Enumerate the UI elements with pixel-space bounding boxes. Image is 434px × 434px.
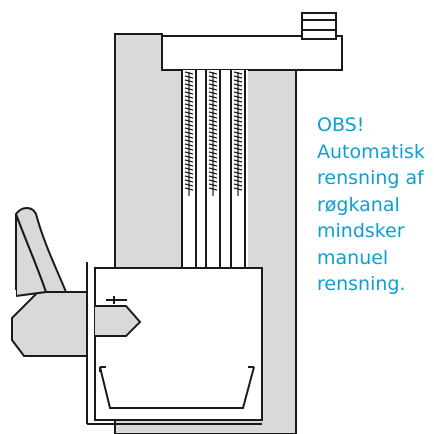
burner-nozzle <box>95 305 142 337</box>
spring-coil <box>184 71 194 196</box>
chimney-connector <box>301 12 337 40</box>
note-line: mindsker <box>317 220 405 242</box>
note-line: OBS! <box>317 114 365 136</box>
pellet-burner <box>11 291 88 357</box>
note-line: Automatisk <box>317 140 425 163</box>
note-line: rensning. <box>317 273 406 295</box>
smoke-tubes <box>181 70 246 268</box>
turbulator-springs <box>184 71 243 196</box>
note-line: rensning af <box>317 167 424 189</box>
note-line: røgkanal <box>317 193 400 216</box>
ash-pan <box>99 366 255 409</box>
note-line: manuel <box>317 246 389 269</box>
flue-header <box>161 35 343 71</box>
cleaning-note: OBS! Automatisk rensning af røgkanal min… <box>317 112 434 298</box>
spring-coil <box>208 71 218 196</box>
spring-coil <box>233 71 243 196</box>
